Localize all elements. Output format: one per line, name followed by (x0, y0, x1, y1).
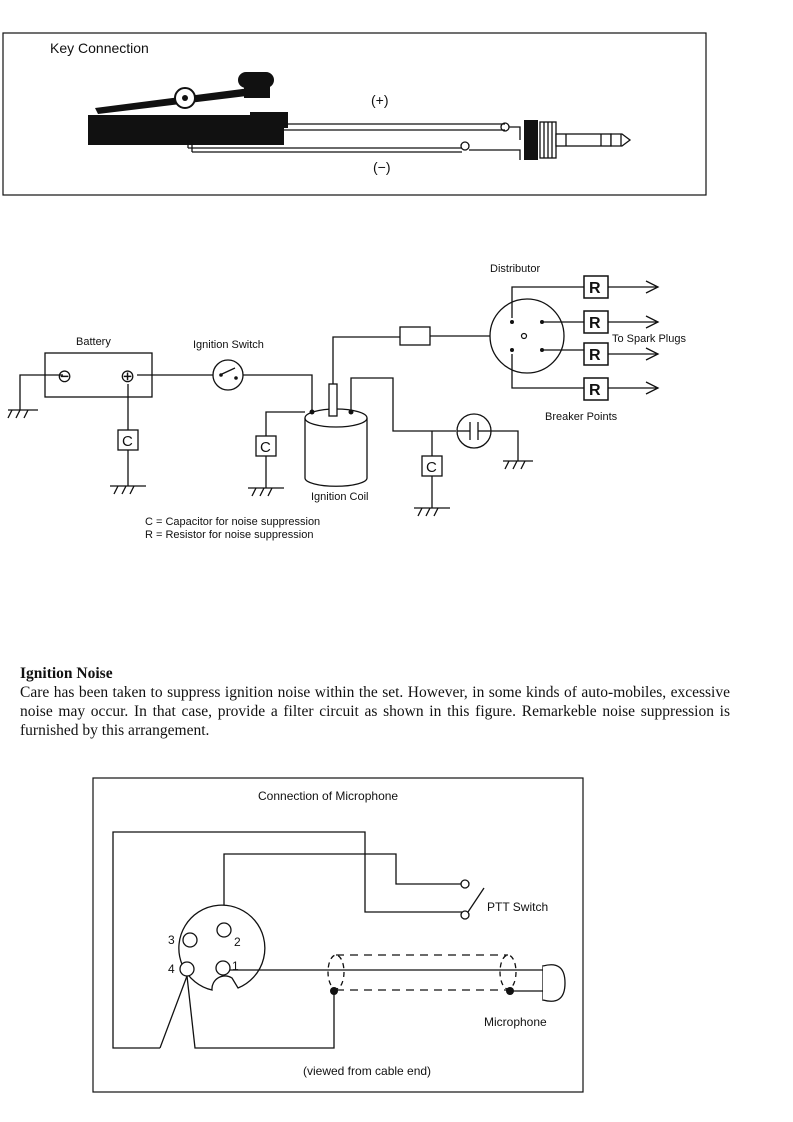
key-connection-title: Key Connection (50, 40, 149, 56)
resistor-plug-3: R (583, 342, 609, 366)
breaker-points-label: Breaker Points (545, 411, 618, 423)
ignition-coil: Ignition Coil (304, 383, 368, 503)
svg-text:R: R (589, 382, 601, 399)
ignition-switch: Ignition Switch (193, 339, 264, 391)
spark-plugs-label: To Spark Plugs (612, 333, 686, 345)
legend-resistor: R = Resistor for noise suppression (145, 529, 313, 541)
mic-connector: 3 2 4 1 (168, 904, 266, 991)
microphone-connection-title: Connection of Microphone (258, 789, 398, 803)
breaker-capacitor (456, 413, 492, 449)
pin-2-label: 2 (234, 935, 241, 949)
ignition-noise-diagram: Battery ⊖ ⊕ C Ignit (7, 263, 686, 541)
battery: Battery ⊖ ⊕ (44, 336, 153, 398)
phone-plug (524, 120, 632, 160)
ground-symbol (414, 507, 450, 517)
resistor-plug-2: R (583, 310, 609, 334)
key-connection-frame (2, 32, 707, 196)
pin-4-label: 4 (168, 962, 175, 976)
distributor: Distributor (489, 263, 565, 374)
ignition-switch-label: Ignition Switch (193, 339, 264, 351)
microphone-label: Microphone (484, 1015, 547, 1029)
svg-text:R: R (589, 347, 601, 364)
ignition-coil-label: Ignition Coil (311, 491, 368, 503)
capacitor-distributor-symbol: C (426, 459, 437, 476)
ptt-contact-top (460, 879, 470, 889)
ground-symbol (503, 460, 533, 470)
pin-1-label: 1 (232, 959, 239, 973)
microphone-connection-diagram: Connection of Microphone PTT Switch 3 2 … (92, 777, 584, 1093)
key-connection-diagram: Key Connection (2, 32, 707, 196)
microphone-frame (92, 777, 584, 1093)
distributor-label: Distributor (490, 263, 540, 275)
ignition-noise-heading: Ignition Noise (20, 665, 113, 682)
minus-label: (−) (373, 159, 391, 175)
shielded-cable (327, 954, 517, 995)
ground-symbol (110, 485, 146, 495)
ptt-contact-bottom (460, 910, 470, 920)
ignition-noise-body: Care has been taken to suppress ignition… (20, 684, 730, 739)
resistor-plug-4: R (583, 377, 609, 401)
capacitor-battery-symbol: C (122, 433, 133, 450)
pin-3-label: 3 (168, 933, 175, 947)
svg-text:R: R (589, 315, 601, 332)
capacitor-coil-symbol: C (260, 439, 271, 456)
plus-label: (+) (371, 92, 389, 108)
ptt-switch-lever (467, 887, 485, 913)
svg-text:R: R (589, 280, 601, 297)
spark-plug-arrows (608, 280, 660, 395)
resistor-plug-1: R (583, 275, 609, 299)
battery-minus-terminal: ⊖ (57, 366, 72, 386)
legend-capacitor: C = Capacitor for noise suppression (145, 516, 320, 528)
ptt-switch-label: PTT Switch (487, 900, 548, 914)
ground-symbol (248, 487, 284, 497)
ignition-noise-section: Ignition Noise Care has been taken to su… (20, 664, 730, 740)
battery-label: Battery (76, 336, 111, 348)
telegraph-key (88, 72, 288, 145)
ground-symbol (7, 409, 38, 419)
resistor-coil (399, 326, 431, 346)
battery-plus-terminal: ⊕ (120, 366, 135, 386)
microphone-icon (510, 964, 566, 1002)
key-wires (187, 122, 521, 160)
cable-end-note: (viewed from cable end) (303, 1064, 431, 1078)
